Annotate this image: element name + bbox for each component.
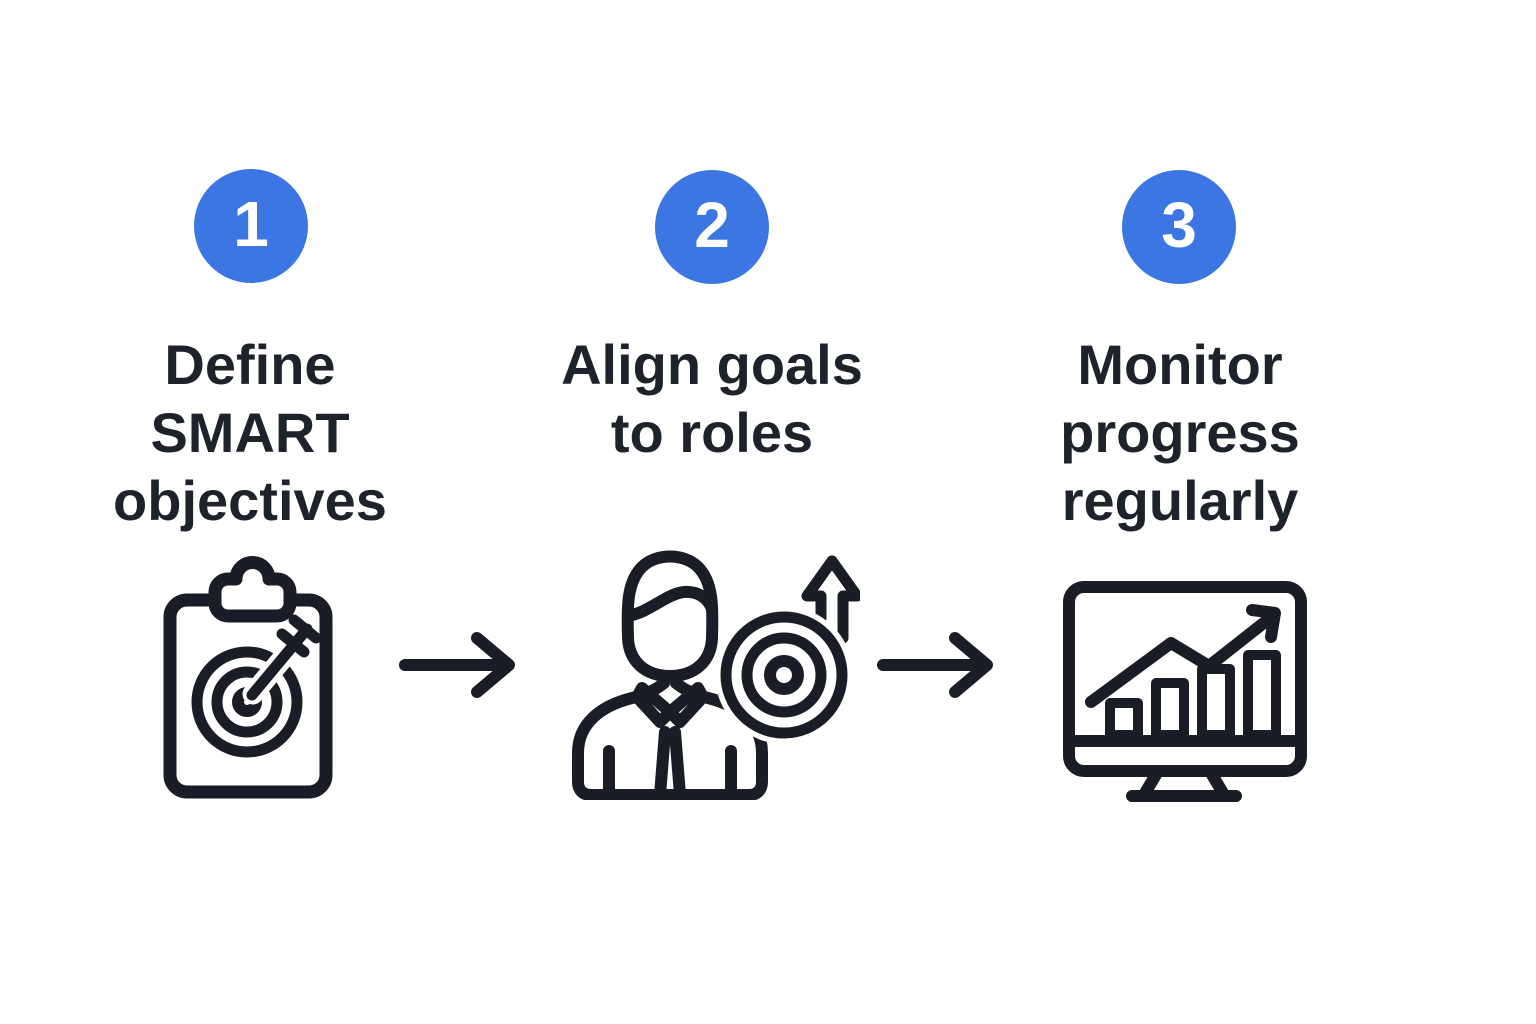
monitor-chart-icon	[1063, 581, 1307, 802]
step-3-title: Monitor progress regularly	[970, 331, 1390, 535]
step-3-title-line: progress	[1060, 401, 1300, 464]
step-1-title-line: Define	[164, 333, 336, 396]
step-2-title-line: Align goals	[561, 333, 863, 396]
step-1-title-line: objectives	[113, 469, 387, 532]
step-2-number-badge: 2	[655, 170, 769, 284]
person-target-arrow-icon	[572, 550, 860, 800]
right-arrow-icon	[877, 632, 993, 698]
step-1-title-line: SMART	[150, 401, 350, 464]
step-1-title: Define SMART objectives	[40, 331, 460, 535]
step-3-number: 3	[1161, 189, 1197, 261]
step-3-title-line: Monitor	[1077, 333, 1283, 396]
step-3-title-line: regularly	[1061, 469, 1299, 532]
step-3-number-badge: 3	[1122, 170, 1236, 284]
step-1-number-badge: 1	[194, 169, 308, 283]
clipboard-target-icon	[163, 556, 333, 799]
step-2-number: 2	[694, 189, 730, 261]
step-2-title: Align goals to roles	[502, 331, 922, 467]
step-1-number: 1	[233, 188, 269, 260]
right-arrow-icon	[399, 632, 515, 698]
step-2-title-line: to roles	[610, 401, 814, 464]
